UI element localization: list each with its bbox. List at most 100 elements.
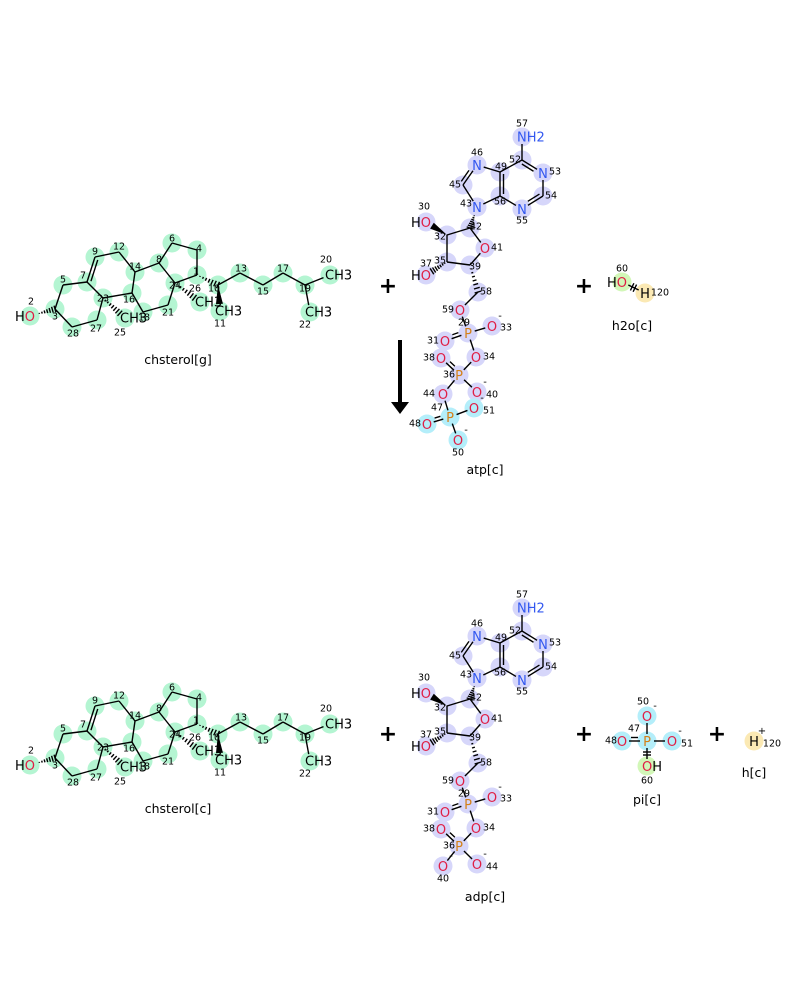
atom-label: O	[455, 304, 465, 319]
atom-number: 7	[80, 271, 86, 282]
bond	[131, 741, 144, 762]
bond	[86, 256, 99, 283]
atom-label: O	[440, 806, 450, 821]
bond	[460, 640, 474, 657]
atom-number: 13	[235, 264, 247, 275]
atom-highlight	[482, 316, 502, 336]
bond	[456, 409, 468, 416]
atom-number: 43	[460, 670, 472, 681]
bond	[71, 768, 98, 777]
bond	[239, 721, 264, 735]
bond	[451, 802, 462, 811]
bond	[463, 379, 473, 388]
atom-number: 8	[156, 255, 162, 266]
atom-number: 6	[169, 234, 175, 245]
atom-label: HO	[411, 740, 431, 755]
atom-label: O	[438, 860, 448, 875]
atom-highlight	[466, 347, 486, 367]
atom-number: 31	[427, 807, 439, 818]
bond	[131, 271, 136, 294]
atom-number: 9	[92, 696, 98, 707]
atom-number: 55	[516, 687, 528, 698]
atom-number: 58	[480, 287, 492, 298]
atom-number: 18	[138, 762, 150, 773]
bond	[158, 262, 176, 284]
atom-highlight	[450, 300, 470, 320]
atom-label: OH	[642, 760, 662, 775]
atom-number: 17	[277, 264, 289, 275]
atom-number: 27	[90, 324, 102, 335]
atom-label: O	[472, 858, 482, 873]
atom-label: O	[667, 735, 677, 750]
atom-highlight	[433, 384, 453, 404]
atom-label: O	[453, 434, 463, 449]
atom-number: 14	[129, 711, 141, 722]
atom-highlight	[431, 348, 451, 368]
bond	[629, 736, 640, 742]
atom-label: P	[643, 735, 651, 750]
plus-sign: +	[575, 722, 593, 747]
atom-charge: -	[483, 849, 487, 860]
atom-highlight	[512, 199, 532, 219]
atom-number: 27	[90, 773, 102, 784]
atom-number: 34	[483, 823, 495, 834]
atom-label: P	[455, 840, 463, 855]
bond	[104, 299, 123, 317]
bond	[54, 284, 64, 310]
atom-highlight	[431, 819, 451, 839]
atom-number: 7	[80, 720, 86, 731]
atom-label: N	[517, 674, 527, 689]
atom-number: 20	[320, 704, 332, 715]
atom-highlight	[20, 306, 40, 326]
atom-charge: -	[678, 726, 682, 737]
atom-number: 58	[480, 758, 492, 769]
atom-number: 24	[169, 730, 181, 741]
bond	[527, 664, 544, 677]
bond	[499, 643, 505, 667]
atom-highlight	[467, 854, 487, 874]
bond	[131, 720, 136, 743]
atom-number: 19	[299, 284, 311, 295]
atom-number: 16	[123, 744, 135, 755]
atom-highlight	[433, 856, 453, 876]
atom-number: 19	[299, 733, 311, 744]
atom-number: 49	[495, 162, 507, 173]
atom-highlight	[533, 163, 553, 183]
bond	[463, 361, 472, 371]
bond	[282, 721, 306, 735]
atom-number: 40	[437, 874, 449, 885]
atom-number: 20	[320, 255, 332, 266]
atom-label: O	[455, 775, 465, 790]
molecule-name: atp[c]	[466, 462, 503, 477]
bond	[304, 725, 324, 735]
bond	[521, 159, 538, 172]
atom-number: 60	[616, 264, 628, 275]
atom-highlight	[440, 407, 460, 427]
atom-number: 51	[483, 406, 495, 417]
atom-highlight	[20, 755, 40, 775]
atom-number: 60	[641, 776, 653, 787]
bond	[462, 655, 474, 673]
bond	[215, 285, 223, 305]
atom-highlight	[467, 197, 487, 217]
atom-number: 17	[277, 713, 289, 724]
atom-label: H	[749, 735, 759, 750]
atom-label: N	[472, 630, 482, 645]
bond	[102, 741, 133, 748]
atom-charge: -	[449, 851, 453, 862]
bond	[86, 281, 104, 299]
atom-number: 4	[196, 693, 202, 704]
atom-label: NH2	[517, 131, 545, 146]
atom-number: 25	[114, 777, 126, 788]
atom-number: 43	[460, 199, 472, 210]
bond	[62, 730, 88, 735]
bond	[142, 753, 169, 762]
atom-label: CH3	[195, 296, 222, 311]
atom-number: 57	[516, 590, 528, 601]
atom-label: CH3	[325, 718, 352, 733]
atom-label: CH3	[215, 754, 242, 769]
bond	[71, 319, 98, 328]
atom-number: 59	[442, 305, 454, 316]
atom-number: 8	[156, 704, 162, 715]
